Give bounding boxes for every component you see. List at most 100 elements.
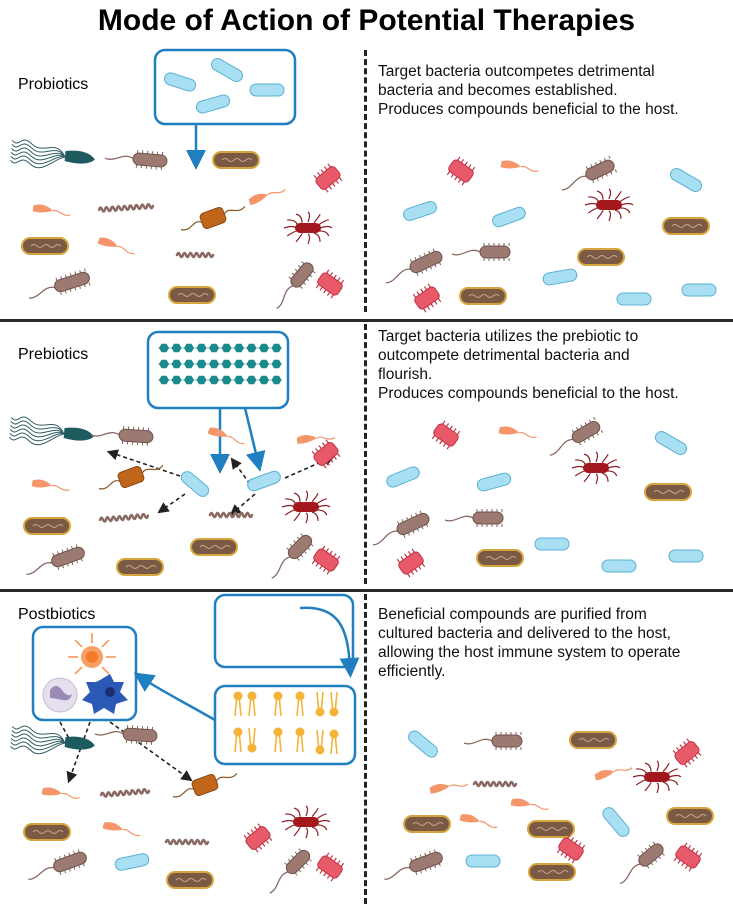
peritrichous-bacterium-icon [584,188,634,222]
arrow [109,721,193,782]
prebiotic-chain [158,359,282,369]
rod-bacterium-icon [269,848,312,894]
rod-bacterium-icon [372,510,430,546]
arrow [157,493,186,514]
microbes [9,58,717,894]
lipid-molecule [329,691,339,717]
capsule-bacterium-icon [166,871,214,889]
column-divider [364,324,367,584]
rod-bacterium-icon [271,533,314,579]
red-rod-bacterium-icon [315,269,345,299]
target-bacterium [492,206,526,228]
target-bacterium [408,730,438,758]
target-bacterium [403,201,437,221]
capsule-bacterium-icon [527,820,575,838]
target-bacterium [534,537,570,551]
section-divider [0,589,733,592]
red-rod-bacterium-icon [446,156,476,186]
rod-bacterium-icon [444,509,504,527]
arrow [66,721,91,784]
vibrio-bacterium-icon [296,435,336,444]
rod-bacterium-icon [385,248,443,284]
vibrio-bacterium-icon [500,160,539,172]
column-divider [364,50,367,312]
delivery-arrow [133,672,216,722]
section-label-postbiotics: Postbiotics [18,606,96,623]
capsule-bacterium-icon [577,248,625,266]
purification-arrow [299,606,360,678]
red-rod-bacterium-icon [673,842,703,872]
target-bacterium [210,58,244,82]
capsule-bacterium-icon [212,151,260,169]
red-rod-bacterium-icon [313,163,343,193]
lipid-molecule [247,691,257,717]
vibrio-bacterium-icon [510,798,549,810]
rod-bacterium-icon [451,243,511,261]
peritrichous-bacterium-icon [281,805,331,839]
target-bacterium [386,466,420,488]
description-line: Produces compounds beneficial to the hos… [378,101,679,118]
prebiotic-chain [158,375,282,385]
spirochete-icon [472,780,518,788]
prebiotic-chain [158,343,282,353]
dosing-arrow [243,407,266,472]
target-bacterium [616,292,652,306]
orange-flagellated-bacterium-icon [172,772,238,798]
peritrichous-bacterium-icon [283,211,333,245]
vibrio-bacterium-icon [248,188,286,206]
capsule-bacterium-icon [23,517,71,535]
description-line: efficiently. [378,663,446,680]
peritrichous-bacterium-icon [281,490,331,524]
red-rod-bacterium-icon [315,852,345,882]
capsule-bacterium-icon [459,287,507,305]
rod-bacterium-icon [26,544,85,575]
description-line: Target bacteria utilizes the prebiotic t… [378,328,639,345]
arrow [106,449,181,477]
capsule-bacterium-icon [476,549,524,567]
capsule-bacterium-icon [403,815,451,833]
target-bacterium [601,559,637,573]
dendritic-cell-icon [82,674,128,714]
vibrio-bacterium-icon [459,814,498,829]
rod-bacterium-icon [384,849,443,880]
spirochete-icon [99,787,151,798]
target-bacterium [602,807,630,837]
lipid-molecule [273,727,283,753]
capsule-bacterium-icon [21,237,69,255]
lipid-molecule [329,729,339,755]
spirochete-icon [208,511,254,519]
arrow [284,455,336,479]
target-bacterium [195,94,231,114]
red-rod-bacterium-icon [431,420,461,450]
description-line: Target bacteria outcompetes detrimental [378,63,655,80]
probiotics-description: Target bacteria outcompetes detrimental … [378,62,730,119]
vibrio-bacterium-icon [498,426,537,438]
lipid-molecule [315,729,325,755]
flagellated-bacterium-icon [10,139,95,169]
rod-bacterium-icon [28,268,91,299]
arrows [59,124,360,784]
capsule-bacterium-icon [168,286,216,304]
panel-boxes [31,48,357,766]
peritrichous-bacterium-icon [632,760,682,794]
lipid-molecule [233,691,243,717]
target-bacterium [465,854,501,868]
target-bacterium [247,470,281,492]
target-bacterium [114,853,150,871]
red-rod-bacterium-icon [412,283,442,313]
target-bacterium [654,431,688,455]
figure-title: Mode of Action of Potential Therapies [97,4,636,37]
spirochete-icon [175,251,215,259]
rod-bacterium-icon [619,841,665,885]
target-bacterium [668,549,704,563]
column-divider [364,594,367,904]
arrow [229,493,256,516]
capsule-bacterium-icon [190,538,238,556]
lipid-molecule [233,727,243,753]
description-line: Produces compounds beneficial to the hos… [378,385,679,402]
description-line: Beneficial compounds are purified from [378,606,647,623]
prebiotics-description: Target bacteria utilizes the prebiotic t… [378,327,730,403]
description-line: flourish. [378,366,433,383]
rod-bacterium-icon [561,155,617,191]
